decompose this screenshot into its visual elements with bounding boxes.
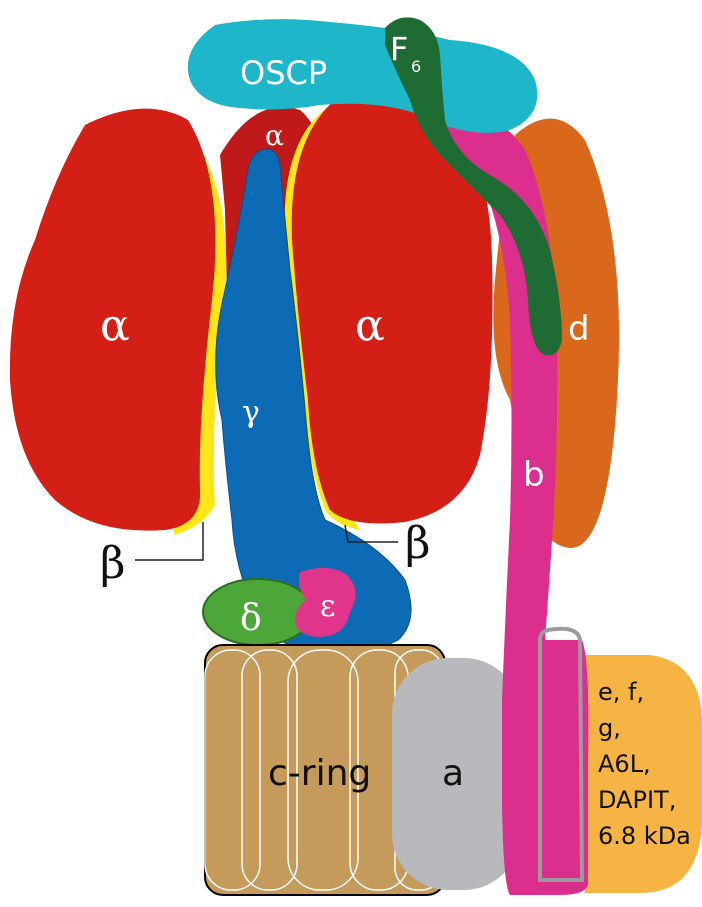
- alpha-top-label: α: [265, 119, 284, 152]
- f6-subscript: 6: [411, 57, 421, 76]
- delta-label: δ: [240, 598, 262, 639]
- c-ring-label: c-ring: [268, 753, 371, 794]
- epsilon-label: ε: [320, 589, 336, 624]
- small-subunits-line-2: g,: [598, 714, 621, 742]
- oscp-label: OSCP: [240, 54, 327, 92]
- alpha-right-label: α: [355, 300, 385, 351]
- d-label: d: [568, 309, 590, 349]
- small-subunits-line-4: DAPIT,: [598, 786, 676, 814]
- small-subunits-line-5: 6.8 kDa: [598, 822, 691, 850]
- a-label: a: [442, 753, 464, 794]
- gamma-label: γ: [242, 395, 260, 430]
- small-subunits-line-1: e, f,: [598, 678, 644, 706]
- f6-label: F: [390, 30, 408, 68]
- beta-right-label: β: [405, 518, 430, 569]
- beta-left-label: β: [100, 538, 125, 589]
- alpha-left-label: α: [100, 300, 130, 351]
- b-label: b: [523, 455, 545, 495]
- small-subunits-line-3: A6L,: [598, 750, 651, 778]
